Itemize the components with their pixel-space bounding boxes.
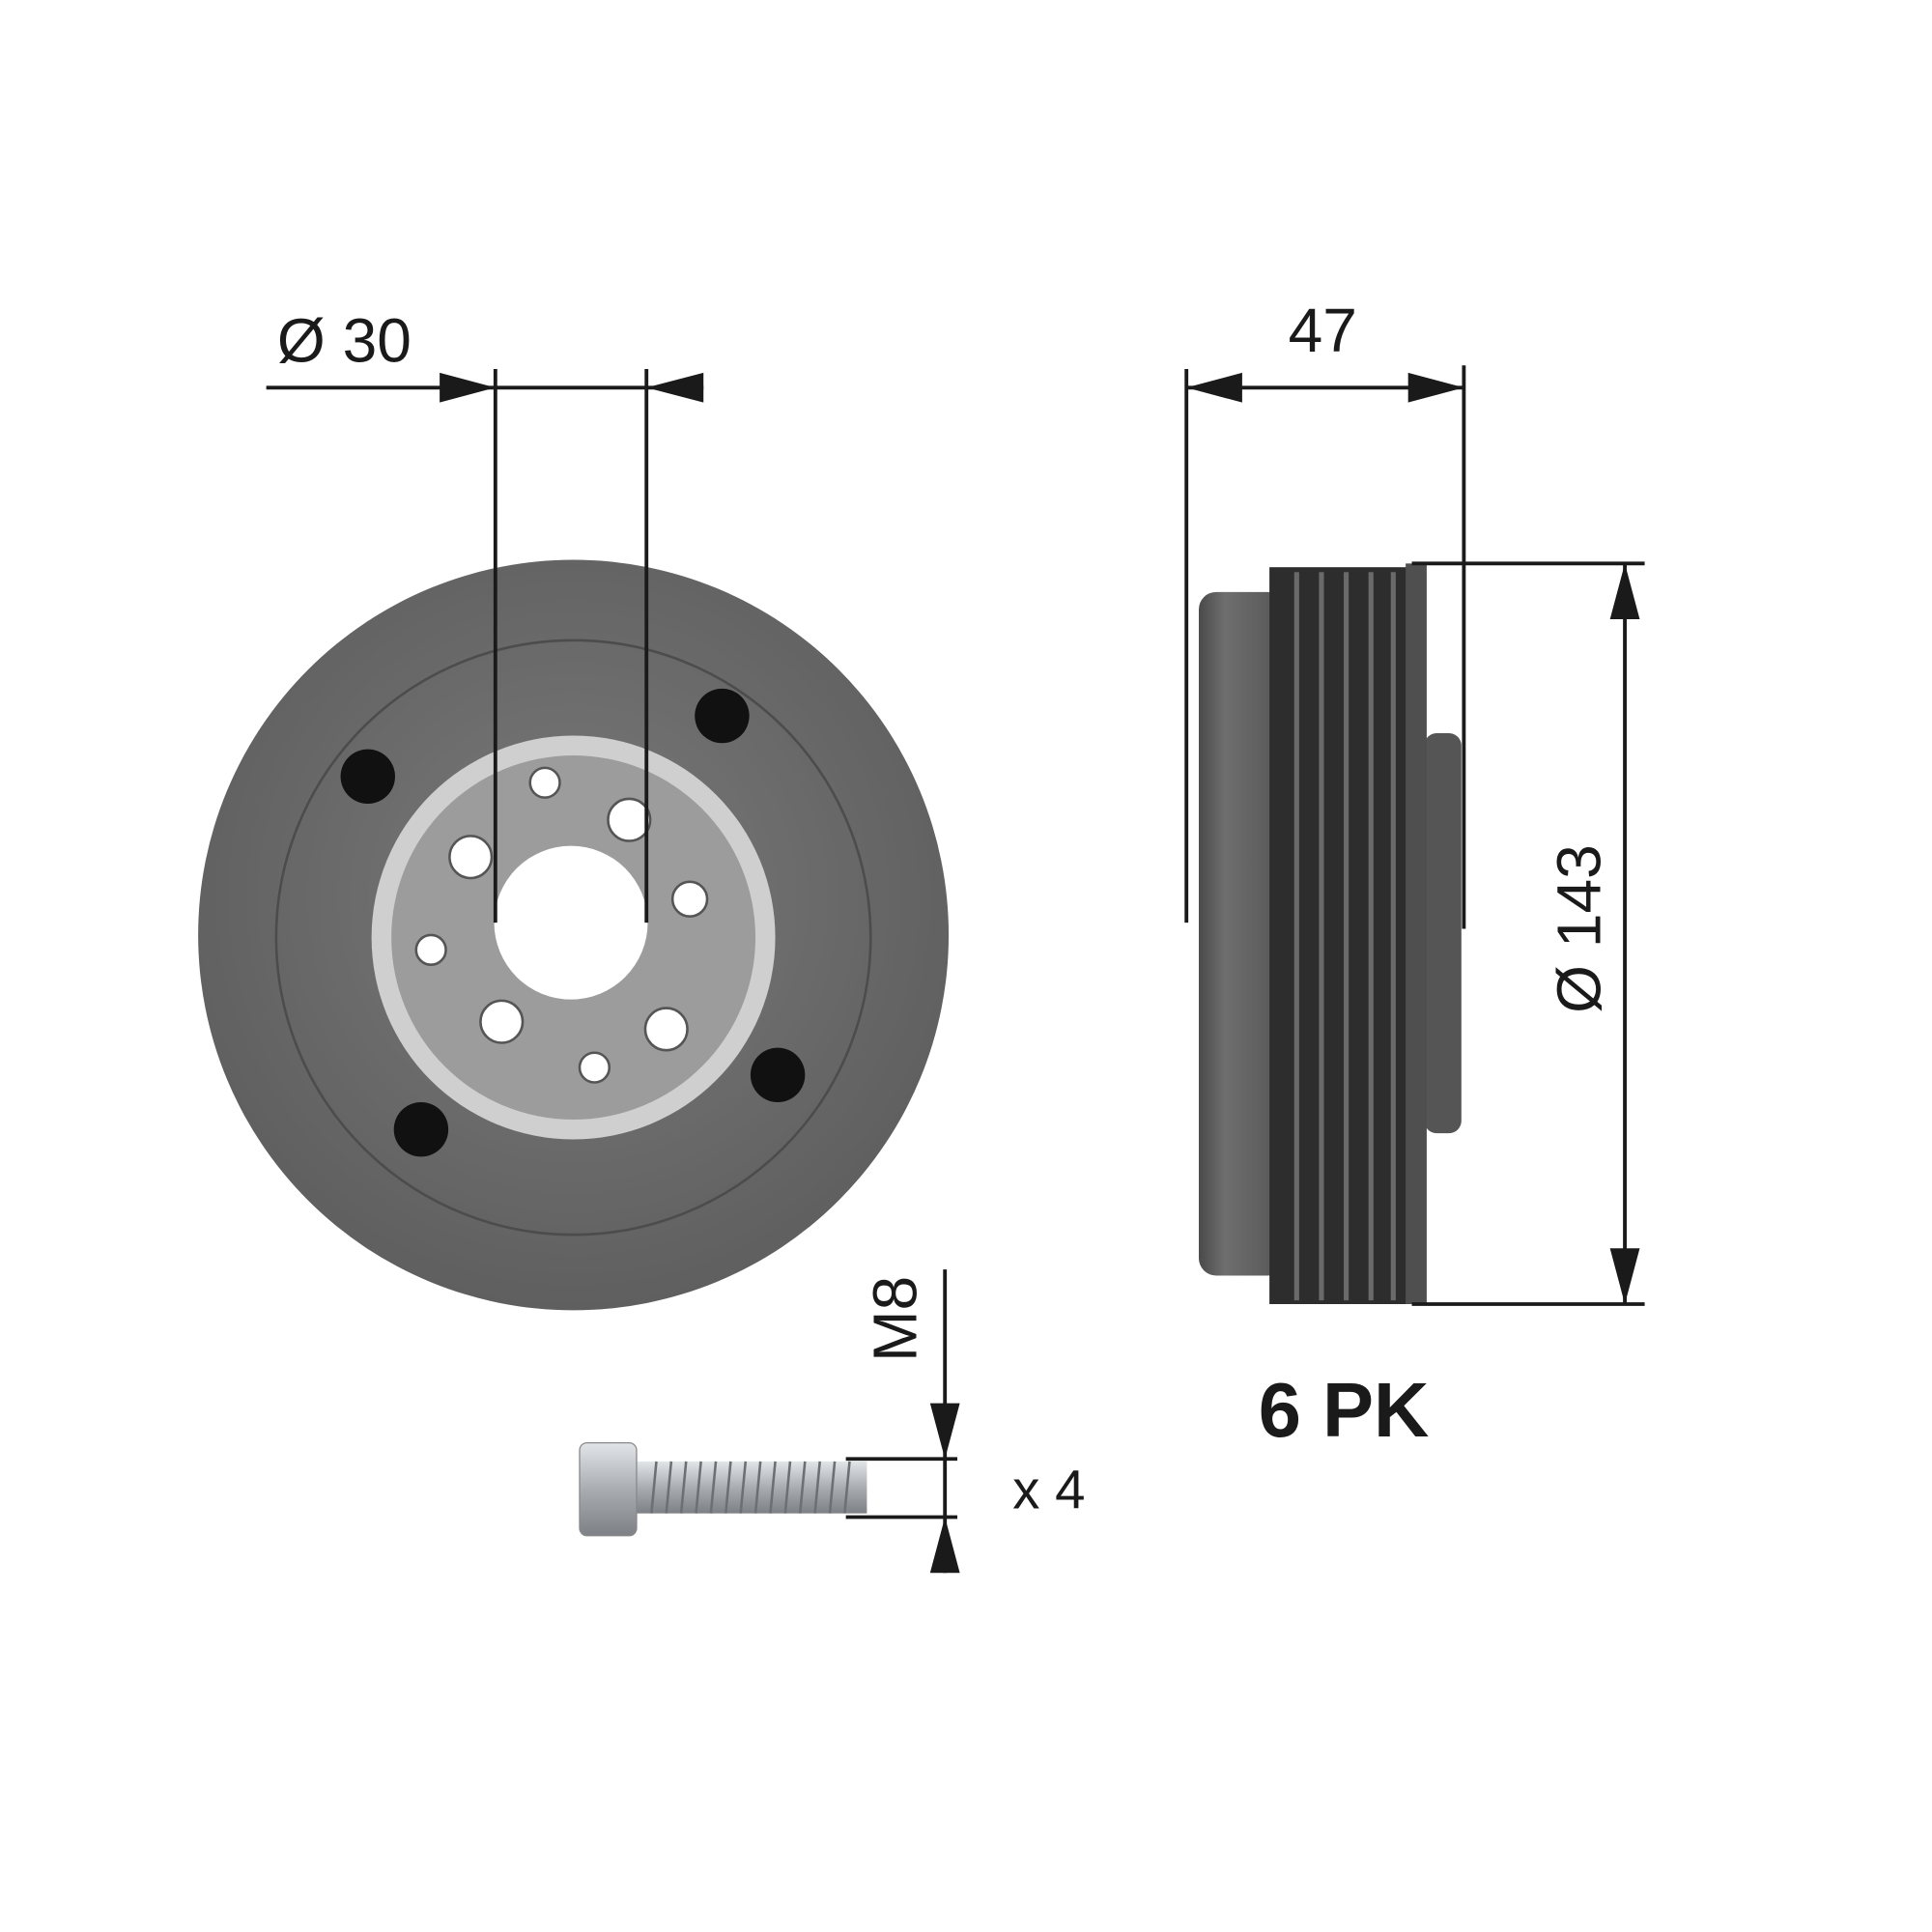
belt-profile-label: 6 PK <box>1259 1367 1430 1453</box>
rear-flange <box>1406 563 1427 1304</box>
mounting-hole <box>393 1102 449 1157</box>
hub-hole <box>528 766 561 799</box>
pulley-front-view <box>198 559 950 1311</box>
bolt-shank <box>634 1461 867 1514</box>
bolt <box>579 1441 867 1537</box>
bolt-thread <box>650 1461 851 1514</box>
arrow-down-icon <box>929 1403 960 1460</box>
bore-diameter-label: Ø 30 <box>277 305 412 375</box>
hub-hole <box>479 999 525 1044</box>
arrow-down-icon <box>1609 1248 1640 1304</box>
bolt-head <box>579 1441 638 1537</box>
hub-hole <box>414 933 447 966</box>
mounting-hole <box>750 1047 806 1103</box>
arrow-left-icon <box>646 372 704 403</box>
mounting-holes <box>340 688 806 1157</box>
hub-boss <box>1424 732 1462 1134</box>
hub-hole <box>643 1007 689 1052</box>
pulley-side-view <box>1199 563 1462 1304</box>
width-dimension <box>1184 365 1466 929</box>
outer-diameter-dimension <box>1411 561 1645 1306</box>
arrow-up-icon <box>929 1517 960 1574</box>
arrow-right-icon <box>1407 372 1464 403</box>
arrow-right-icon <box>440 372 496 403</box>
bolt-thread-label: M8 <box>861 1276 930 1362</box>
hub-hole <box>670 880 709 919</box>
front-flange <box>1199 591 1286 1276</box>
bore-dimension <box>266 369 704 923</box>
center-bore <box>494 845 648 1000</box>
hub-hole <box>448 835 494 880</box>
mounting-hole <box>695 688 750 744</box>
outer-diameter-label: Ø 143 <box>1544 844 1613 1013</box>
arrow-up-icon <box>1609 563 1640 620</box>
pulley-inner-ring <box>274 639 872 1236</box>
groove-ridges <box>1293 572 1396 1301</box>
hub-hole <box>607 797 652 842</box>
hub-holes <box>414 766 709 1084</box>
bolt-quantity-label: x 4 <box>1012 1460 1085 1520</box>
hub-hole <box>578 1051 611 1084</box>
bolt-thread-dimension <box>845 1269 960 1574</box>
arrow-left-icon <box>1186 372 1242 403</box>
width-label: 47 <box>1289 296 1357 365</box>
mounting-hole <box>340 749 395 805</box>
